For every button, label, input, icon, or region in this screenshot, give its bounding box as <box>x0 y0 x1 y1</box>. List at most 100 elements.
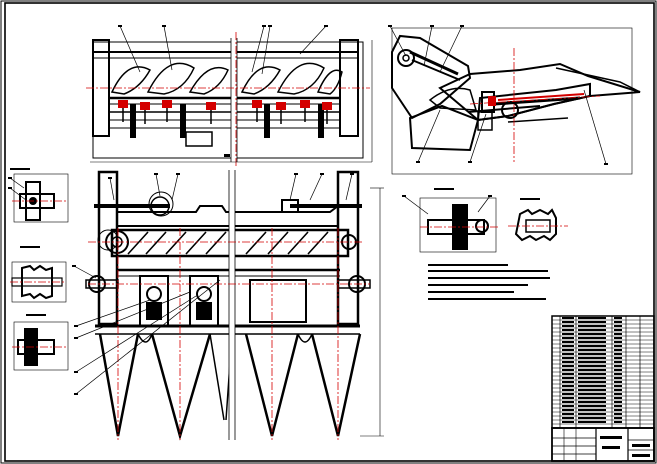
bom-cell-mark <box>562 357 574 359</box>
leader-line <box>73 265 97 279</box>
bom-cell-mark <box>614 333 622 335</box>
bom-cell-mark <box>562 421 574 423</box>
callout-mark <box>324 25 328 27</box>
bom-cell-mark <box>614 405 622 407</box>
bom-cell-mark <box>562 373 574 375</box>
leader-line <box>75 299 151 327</box>
leader-line <box>469 113 487 163</box>
callout-mark <box>176 173 180 175</box>
bom-cell-mark <box>614 329 622 331</box>
bom-cell-mark <box>614 401 622 403</box>
bom-cell-mark <box>578 373 606 375</box>
gear-mark <box>140 102 150 110</box>
callout-mark <box>74 325 78 327</box>
bom-cell-mark <box>578 329 606 331</box>
bom-cell-mark <box>614 357 622 359</box>
bom-cell-mark <box>614 421 622 423</box>
bom-cell-mark <box>562 401 574 403</box>
bom-cell-mark <box>562 321 574 323</box>
callout-mark <box>108 177 112 179</box>
bom-cell-mark <box>562 389 574 391</box>
leader-line <box>75 295 197 373</box>
callout-mark <box>118 25 122 27</box>
bom-cell-mark <box>614 369 622 371</box>
bom-cell-mark <box>614 381 622 383</box>
title-block <box>551 427 655 462</box>
bom-cell-mark <box>562 369 574 371</box>
bom-cell-mark <box>578 317 606 319</box>
bom-cell-mark <box>578 393 606 395</box>
detail-sprocket-3 <box>12 314 69 371</box>
leader-line <box>389 25 407 57</box>
leader-lines <box>8 25 608 395</box>
bom-cell-mark <box>562 413 574 415</box>
bill-of-materials-table <box>551 315 655 429</box>
callout-mark <box>262 25 266 27</box>
leader-line <box>9 177 25 189</box>
detail-sprocket-1 <box>10 168 69 223</box>
bom-cell-mark <box>578 357 606 359</box>
gear-mark <box>118 100 128 108</box>
chain-sprocket <box>488 96 496 106</box>
callout-mark <box>460 25 464 27</box>
technical-notes-block <box>428 264 550 300</box>
leader-line <box>109 177 115 201</box>
chain-line <box>497 93 585 101</box>
gear-mark <box>300 100 310 108</box>
bom-cell-mark <box>614 337 622 339</box>
bom-cell-mark <box>562 409 574 411</box>
bom-cell-mark <box>614 341 622 343</box>
bom-cell-mark <box>614 413 622 415</box>
bom-cell-mark <box>614 393 622 395</box>
detail-sprocket-2 <box>10 246 67 303</box>
callout-mark <box>8 177 12 179</box>
bom-cell-mark <box>578 321 606 323</box>
leader-line <box>477 195 491 213</box>
callout-mark <box>468 161 472 163</box>
gear-mark <box>162 100 172 108</box>
bom-cell-mark <box>578 405 606 407</box>
leader-line <box>75 279 221 395</box>
leader-line <box>75 291 191 339</box>
bom-cell-mark <box>578 361 606 363</box>
callout-mark <box>350 173 354 175</box>
callout-mark <box>154 173 158 175</box>
callout-mark <box>416 161 420 163</box>
bom-cell-mark <box>614 345 622 347</box>
bom-cell-mark <box>562 377 574 379</box>
bom-cell-mark <box>614 377 622 379</box>
bom-cell-mark <box>562 349 574 351</box>
bom-cell-mark <box>562 405 574 407</box>
front-view-header-assembly <box>85 170 384 441</box>
bom-cell-mark <box>562 353 574 355</box>
leader-line <box>155 173 161 197</box>
callout-mark <box>74 393 78 395</box>
leader-line <box>299 25 327 55</box>
bom-cell-mark <box>562 325 574 327</box>
bom-cell-mark <box>578 345 606 347</box>
callout-mark <box>162 25 166 27</box>
bom-cell-mark <box>578 341 606 343</box>
bom-cell-mark <box>578 349 606 351</box>
bom-cell-mark <box>578 365 606 367</box>
callout-mark <box>320 173 324 175</box>
bom-cell-mark <box>578 369 606 371</box>
bom-cell-mark <box>578 381 606 383</box>
bom-cell-mark <box>562 341 574 343</box>
bom-cell-mark <box>614 353 622 355</box>
callout-mark <box>72 265 76 267</box>
bom-cell-mark <box>562 393 574 395</box>
bom-cell-mark <box>578 413 606 415</box>
bom-cell-mark <box>614 373 622 375</box>
gear-mark <box>252 100 262 108</box>
bom-cell-mark <box>614 397 622 399</box>
leader-line <box>261 25 271 75</box>
bom-cell-mark <box>562 337 574 339</box>
bom-cell-mark <box>562 333 574 335</box>
detail-bearing-b <box>508 198 568 242</box>
top-view-header-auger <box>86 32 373 166</box>
leader-line <box>417 109 441 163</box>
